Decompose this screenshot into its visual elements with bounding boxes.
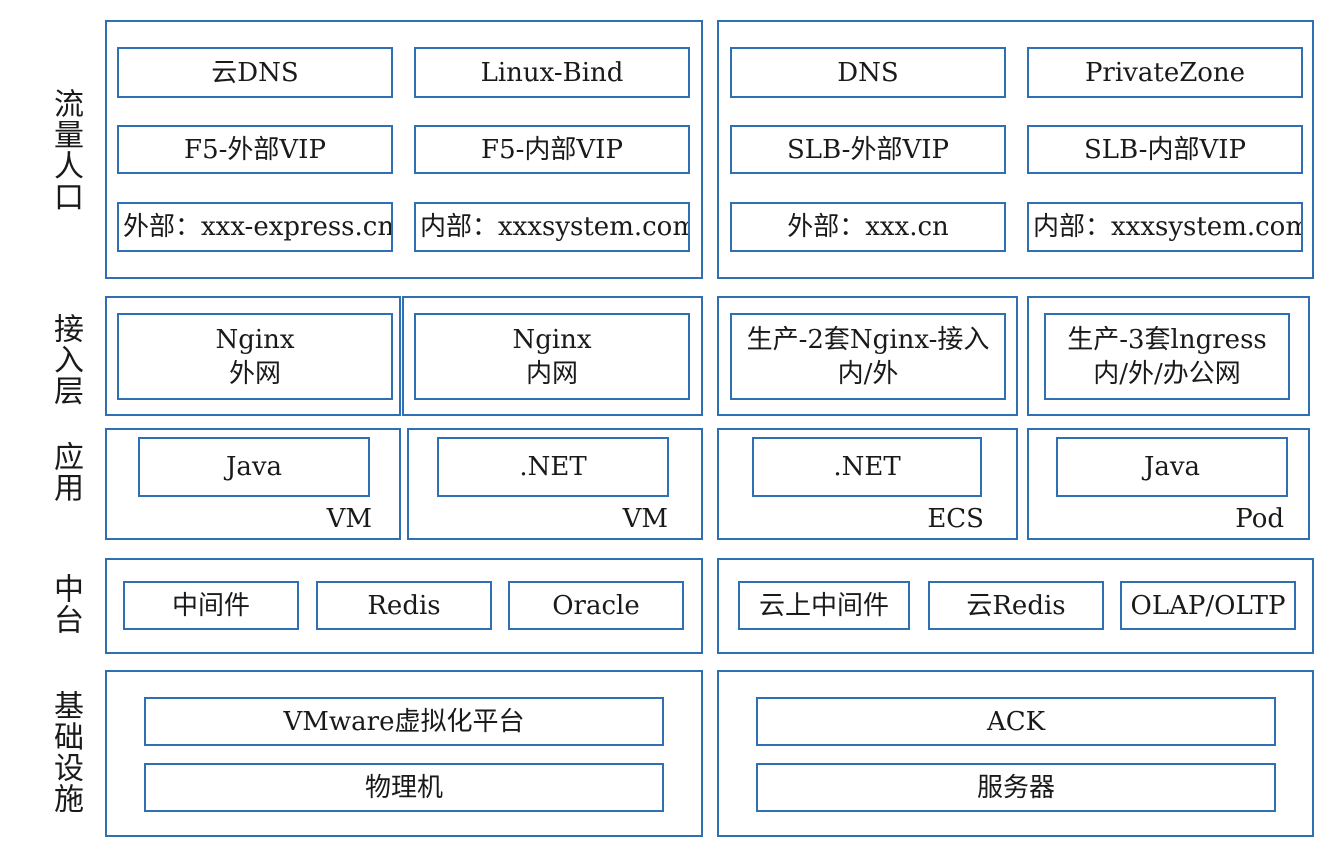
access-panel-1	[105, 296, 401, 416]
access-ingress-production-scope: 内/外/办公网	[1093, 358, 1241, 389]
layer-label-infra: 基础设施	[48, 690, 83, 814]
access-panel-2	[402, 296, 703, 416]
access-nginx-external-name: Nginx	[215, 324, 295, 355]
access-nginx-production-name: 生产-2套Nginx-接入	[746, 324, 990, 355]
layer-label-middle: 中台	[48, 573, 83, 635]
middle-olap-oltp: OLAP/OLTP	[1120, 581, 1296, 630]
access-ingress-production-name: 生产-3套lngress	[1067, 324, 1267, 355]
app-panel-3	[717, 428, 1018, 540]
app-panel-1	[105, 428, 401, 540]
app-java-vm: Java	[138, 437, 370, 497]
traffic-right-dns: DNS	[730, 47, 1006, 98]
middle-middleware: 中间件	[123, 581, 299, 630]
layer-label-access: 接入层	[48, 313, 83, 406]
infra-vmware-platform: VMware虚拟化平台	[144, 697, 664, 746]
layer-label-application: 应用	[48, 441, 83, 503]
app-host-pod: Pod	[1235, 504, 1284, 534]
access-panel-3	[717, 296, 1018, 416]
infra-right-panel	[717, 670, 1314, 837]
layer-label-traffic-entry: 流量人口	[48, 88, 83, 212]
app-panel-4	[1027, 428, 1310, 540]
middle-cloud-middleware: 云上中间件	[738, 581, 910, 630]
access-ingress-production: 生产-3套lngress 内/外/办公网	[1044, 313, 1290, 400]
traffic-left-vip-external: F5-外部VIP	[117, 125, 393, 174]
traffic-right-vip-external: SLB-外部VIP	[730, 125, 1006, 174]
access-nginx-production-scope: 内/外	[837, 358, 899, 389]
access-nginx-external: Nginx 外网	[117, 313, 393, 400]
traffic-right-domain-internal: 内部：xxxsystem.com	[1027, 202, 1303, 252]
traffic-left-domain-internal: 内部：xxxsystem.com	[414, 202, 690, 252]
access-nginx-production: 生产-2套Nginx-接入 内/外	[730, 313, 1006, 400]
traffic-left-bind: Linux-Bind	[414, 47, 690, 98]
app-host-ecs: ECS	[927, 504, 984, 534]
access-panel-4	[1027, 296, 1310, 416]
access-nginx-internal: Nginx 内网	[414, 313, 690, 400]
middle-right-panel	[717, 558, 1314, 654]
access-nginx-external-scope: 外网	[228, 358, 281, 389]
traffic-left-domain-external: 外部：xxx-express.cn	[117, 202, 393, 252]
infra-ack: ACK	[756, 697, 1276, 746]
traffic-left-vip-internal: F5-内部VIP	[414, 125, 690, 174]
traffic-right-private-zone: PrivateZone	[1027, 47, 1303, 98]
access-nginx-internal-scope: 内网	[525, 358, 578, 389]
app-panel-2	[407, 428, 703, 540]
traffic-right-vip-internal: SLB-内部VIP	[1027, 125, 1303, 174]
traffic-left-panel	[105, 20, 703, 279]
traffic-right-panel	[717, 20, 1314, 279]
middle-redis: Redis	[316, 581, 492, 630]
middle-oracle: Oracle	[508, 581, 684, 630]
traffic-right-domain-external: 外部：xxx.cn	[730, 202, 1006, 252]
traffic-left-dns: 云DNS	[117, 47, 393, 98]
app-host-vm-1: VM	[326, 504, 372, 534]
infra-physical-machines: 物理机	[144, 763, 664, 812]
infra-left-panel	[105, 670, 703, 837]
access-nginx-internal-name: Nginx	[512, 324, 592, 355]
app-dotnet-vm: .NET	[437, 437, 669, 497]
infra-servers: 服务器	[756, 763, 1276, 812]
middle-cloud-redis: 云Redis	[928, 581, 1104, 630]
app-host-vm-2: VM	[622, 504, 668, 534]
app-java-pod: Java	[1056, 437, 1288, 497]
middle-left-panel	[105, 558, 703, 654]
app-dotnet-ecs: .NET	[752, 437, 982, 497]
